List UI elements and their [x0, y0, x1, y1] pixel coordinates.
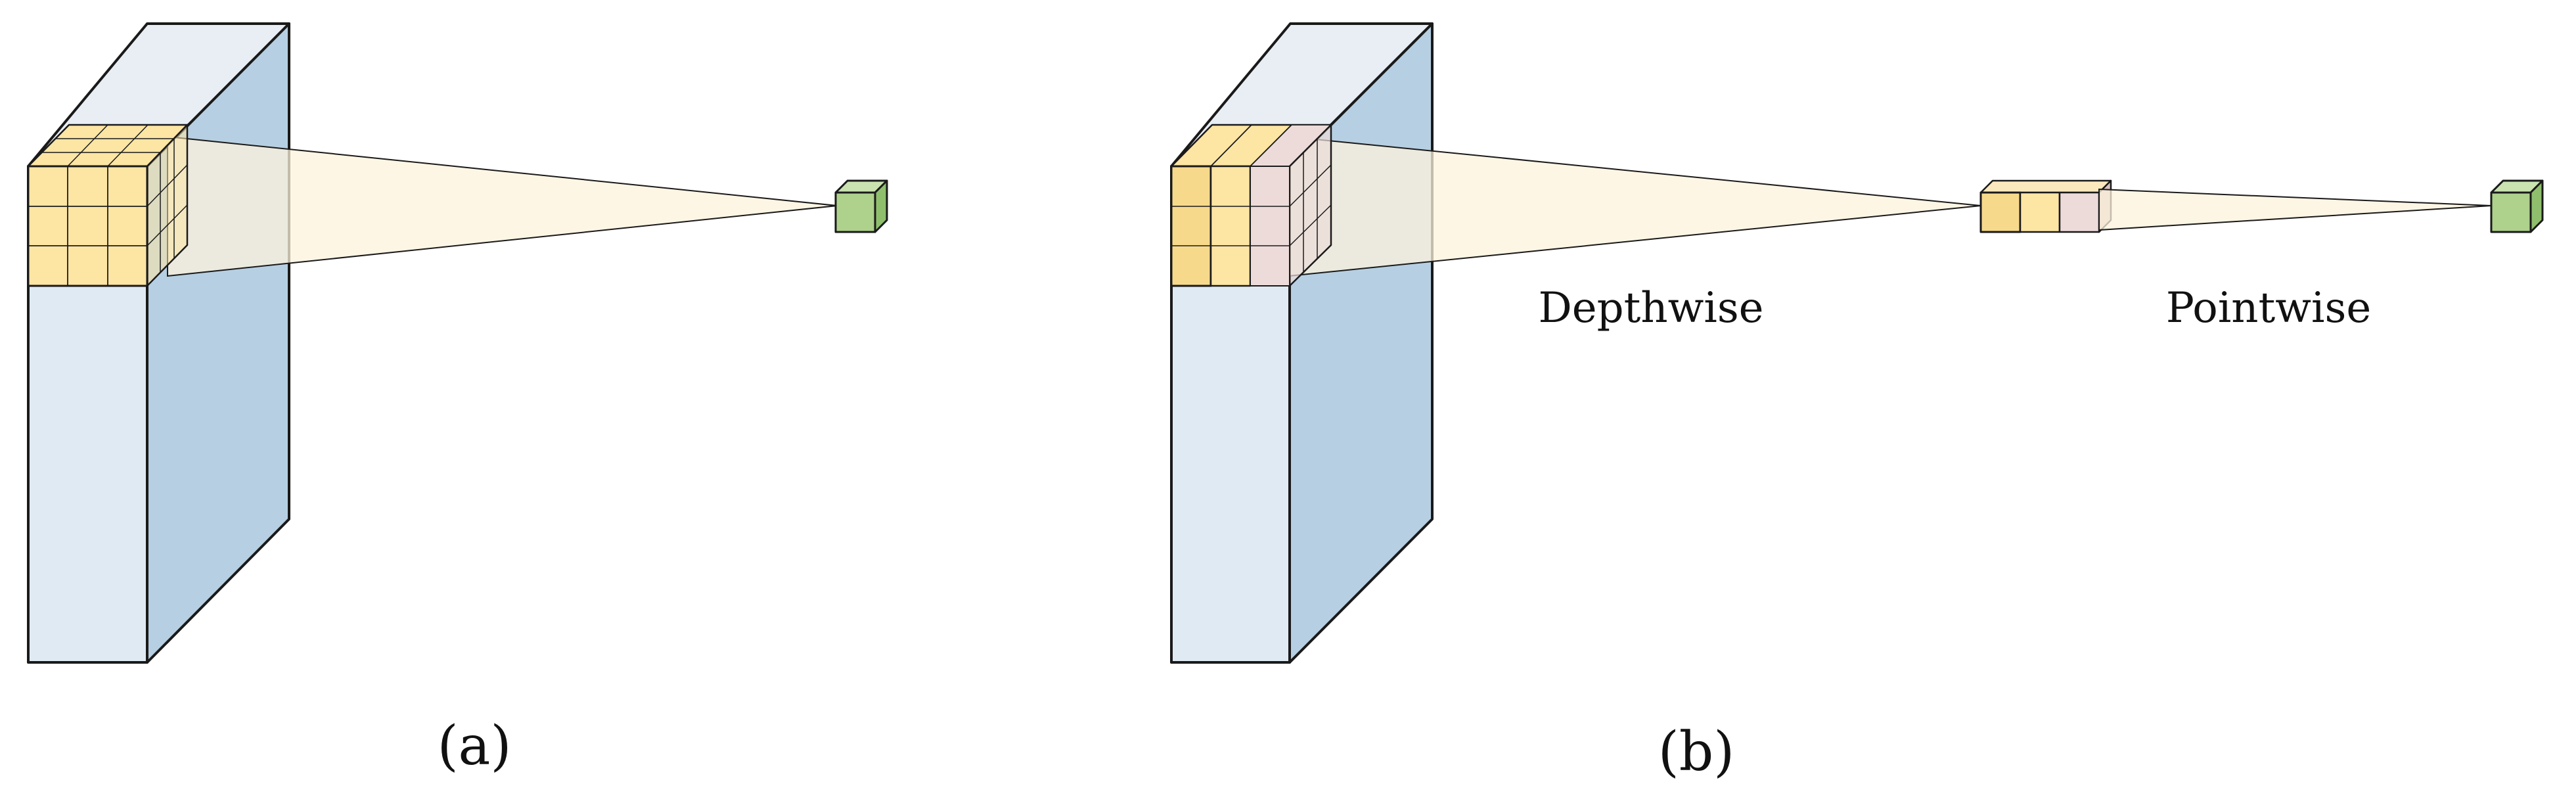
depthwise-projection — [1288, 135, 1981, 277]
output-cube-b — [2490, 179, 2544, 233]
depthwise-label: Depthwise — [1538, 284, 1763, 333]
depthwise-output-yellow — [1979, 191, 2022, 233]
pointwise-label: Pointwise — [2166, 284, 2371, 333]
panel-a: (a) — [27, 22, 888, 777]
pointwise-projection — [2098, 188, 2492, 231]
kernel-top-grid — [42, 124, 174, 167]
output-cube-a — [834, 179, 888, 233]
panel-b: Depthwise Pointwise (b) — [1170, 22, 2544, 783]
depthwise-output — [1979, 179, 2112, 233]
panel-b-caption: (b) — [1658, 721, 1734, 783]
kernel-front-face — [27, 165, 148, 287]
depthwise-output-pink — [2058, 191, 2100, 233]
depthwise-kernels — [1170, 124, 1332, 287]
input-volume-a — [27, 22, 290, 664]
light-yellow-slice-front — [1209, 165, 1252, 287]
depthwise-output-top — [1979, 179, 2112, 194]
panel-a-caption: (a) — [438, 715, 512, 777]
yellow-slice-front — [1170, 165, 1212, 287]
kernel-front-grid — [28, 166, 147, 286]
output-front-face — [834, 191, 876, 233]
output-front-face — [2490, 191, 2532, 233]
kernel-side-grid — [1289, 139, 1332, 272]
receptive-field-projection — [167, 135, 838, 277]
kernel-front-grid — [1171, 206, 1290, 246]
depthwise-output-light-yellow — [2019, 191, 2061, 233]
kernel-cube-a — [27, 124, 189, 287]
pink-slice-front — [1250, 166, 1290, 287]
kernel-side-grid — [147, 139, 188, 272]
input-volume-b — [1170, 22, 1434, 664]
